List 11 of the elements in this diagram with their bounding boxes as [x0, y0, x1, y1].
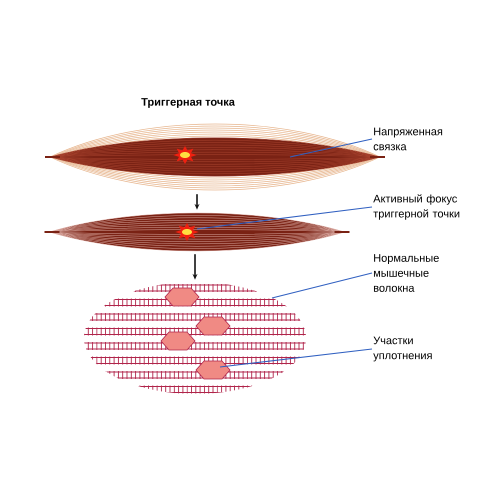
leader-line [220, 348, 372, 368]
callout-label: Напряженная связка [374, 128, 442, 150]
muscle-drawing [44, 212, 350, 252]
callout-label: Нормальные мышечные волокна [374, 254, 439, 292]
callout-label: Участки уплотнения [373, 336, 432, 362]
leader-line [272, 272, 372, 299]
leader-line [196, 206, 372, 230]
muscle-fiber-drawing [84, 284, 306, 394]
leader-line [290, 138, 372, 158]
callout-label: Активный фокус триггерной точки [373, 194, 460, 220]
title: Триггерная точка [141, 98, 235, 108]
